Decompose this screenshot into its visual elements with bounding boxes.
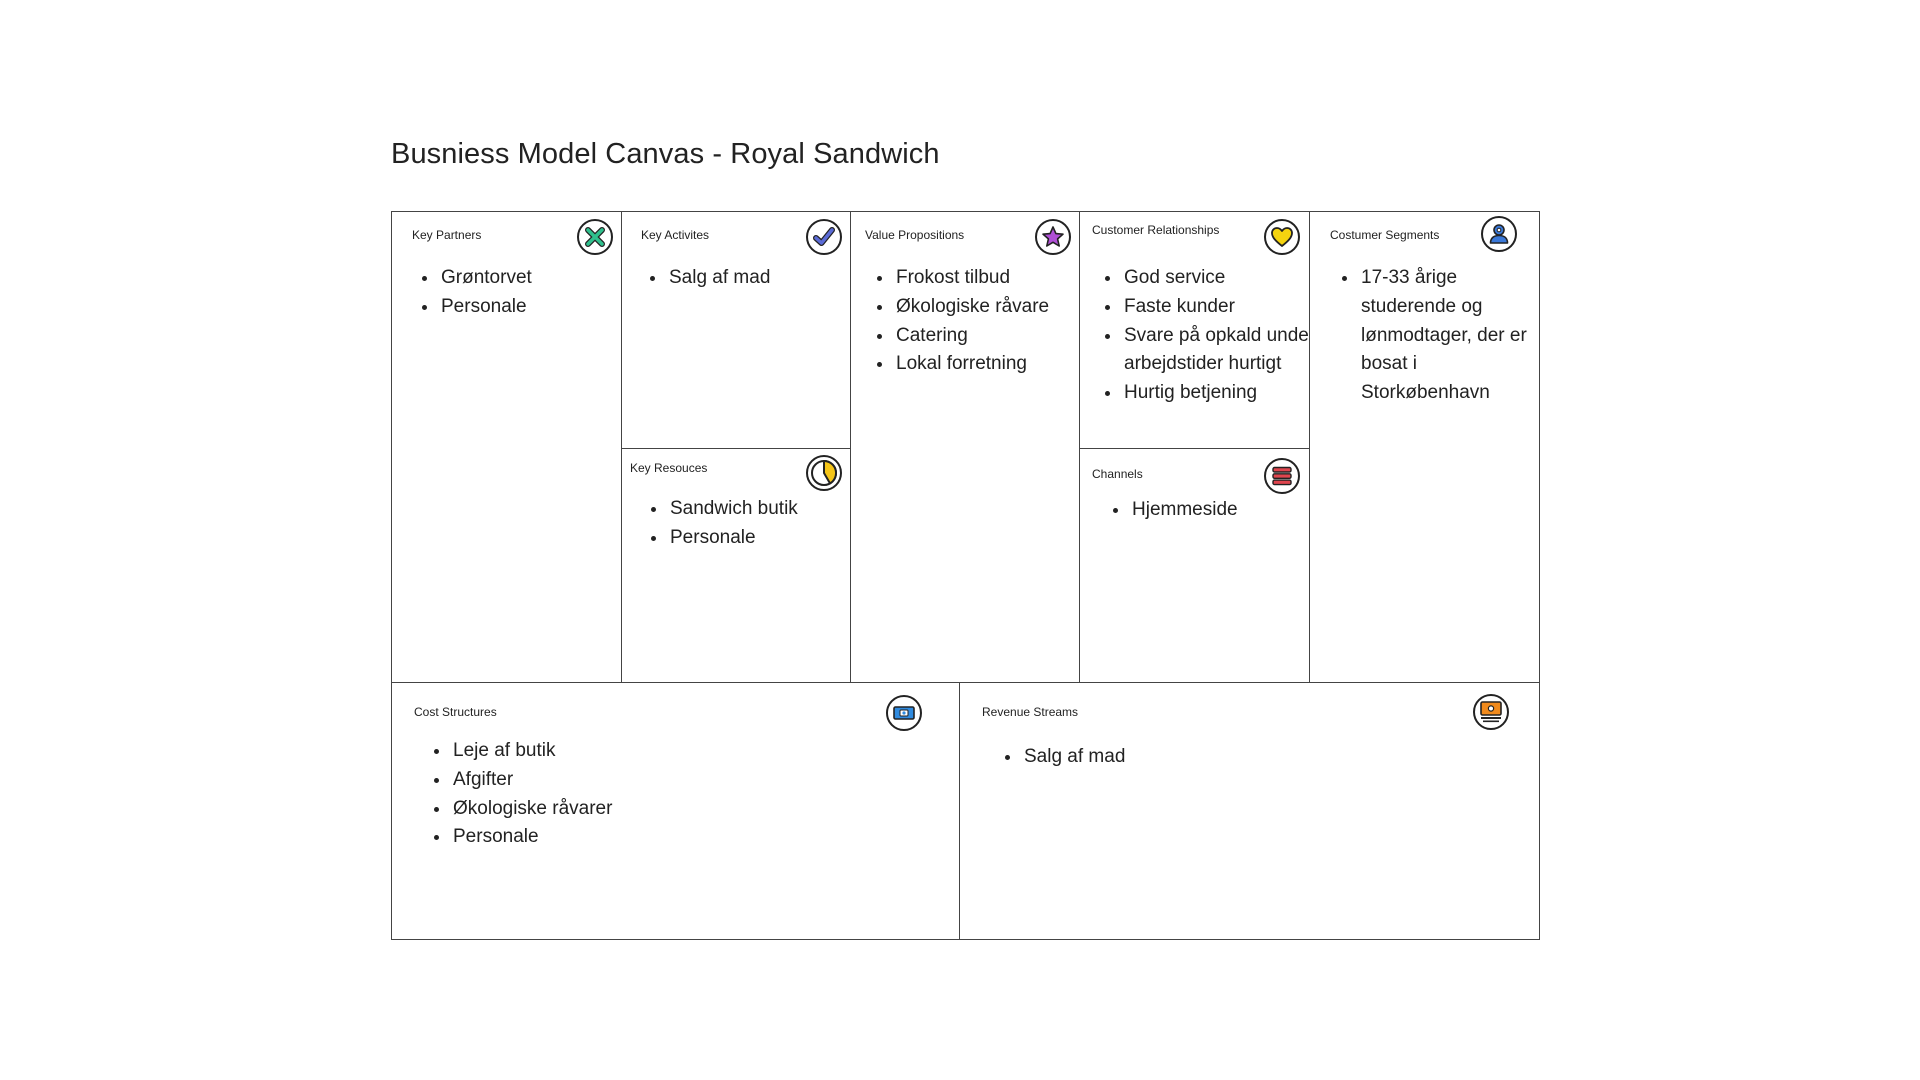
- list-item: Afgifter: [451, 766, 751, 795]
- stack-icon: [1264, 458, 1300, 494]
- revenue-streams-label: Revenue Streams: [982, 705, 1079, 719]
- key-resources-label: Key Resouces: [630, 461, 708, 475]
- customer-relationships-list: God service Faste kunder Svare på opkald…: [1092, 264, 1327, 408]
- x-mark-icon: [577, 219, 613, 255]
- list-item: 17-33 årige studerende og lønmodtager, d…: [1359, 264, 1539, 408]
- list-item: Økologiske råvare: [894, 293, 1104, 322]
- customer-segments-block: Costumer Segments 17-33 årige studerende…: [1310, 212, 1540, 683]
- page-title: Busniess Model Canvas - Royal Sandwich: [391, 138, 940, 170]
- customer-relationships-label: Customer Relationships: [1092, 223, 1220, 237]
- key-partners-list: Grøntorvet Personale: [409, 264, 639, 322]
- value-propositions-label: Value Propositions: [865, 228, 965, 242]
- channels-list: Hjemmeside: [1100, 496, 1325, 525]
- list-item: Lokal forretning: [894, 350, 1104, 379]
- list-item: Grøntorvet: [439, 264, 639, 293]
- list-item: Økologiske råvarer: [451, 795, 751, 824]
- value-propositions-block: Value Propositions Frokost tilbud Økolog…: [851, 212, 1080, 683]
- person-icon: [1481, 216, 1517, 252]
- heart-icon: [1264, 219, 1300, 255]
- cost-structures-block: Cost Structures Leje af butik Afgifter Ø…: [392, 683, 960, 940]
- channels-label: Channels: [1092, 467, 1143, 481]
- key-resources-list: Sandwich butik Personale: [638, 495, 808, 553]
- cost-structures-label: Cost Structures: [414, 705, 497, 719]
- list-item: Personale: [439, 293, 639, 322]
- list-item: Hjemmeside: [1130, 496, 1325, 525]
- list-item: God service: [1122, 264, 1327, 293]
- key-activities-label: Key Activites: [641, 228, 710, 242]
- banknote-icon: [886, 695, 922, 731]
- key-partners-block: Key Partners Grøntorvet Personale: [392, 212, 622, 683]
- list-item: Frokost tilbud: [894, 264, 1104, 293]
- customer-segments-list: 17-33 årige studerende og lønmodtager, d…: [1329, 264, 1539, 408]
- pie-chart-icon: [806, 455, 842, 491]
- list-item: Hurtig betjening: [1122, 379, 1327, 408]
- list-item: Personale: [668, 524, 808, 553]
- list-item: Sandwich butik: [668, 495, 808, 524]
- customer-segments-label: Costumer Segments: [1330, 228, 1440, 242]
- list-item: Salg af mad: [1022, 743, 1322, 772]
- list-item: Faste kunder: [1122, 293, 1327, 322]
- key-partners-label: Key Partners: [412, 228, 482, 242]
- checkmark-icon: [806, 219, 842, 255]
- list-item: Personale: [451, 823, 751, 852]
- key-resources-block: Key Resouces Sandwich butik Personale: [622, 449, 851, 683]
- cash-register-icon: [1473, 694, 1509, 730]
- revenue-streams-list: Salg af mad: [992, 743, 1322, 772]
- business-model-canvas: Key Partners Grøntorvet Personale Key Ac…: [391, 211, 1540, 940]
- list-item: Catering: [894, 322, 1104, 351]
- customer-relationships-block: Customer Relationships God service Faste…: [1080, 212, 1315, 449]
- list-item: Salg af mad: [667, 264, 867, 293]
- list-item: Svare på opkald under arbejdstider hurti…: [1122, 322, 1327, 380]
- key-activities-block: Key Activites Salg af mad: [622, 212, 851, 449]
- cost-structures-list: Leje af butik Afgifter Økologiske råvare…: [421, 737, 751, 852]
- list-item: Leje af butik: [451, 737, 751, 766]
- key-activities-list: Salg af mad: [637, 264, 867, 293]
- channels-block: Channels Hjemmeside: [1080, 449, 1310, 683]
- revenue-streams-block: Revenue Streams Salg af mad: [960, 683, 1540, 940]
- star-icon: [1035, 219, 1071, 255]
- value-propositions-list: Frokost tilbud Økologiske råvare Caterin…: [864, 264, 1104, 379]
